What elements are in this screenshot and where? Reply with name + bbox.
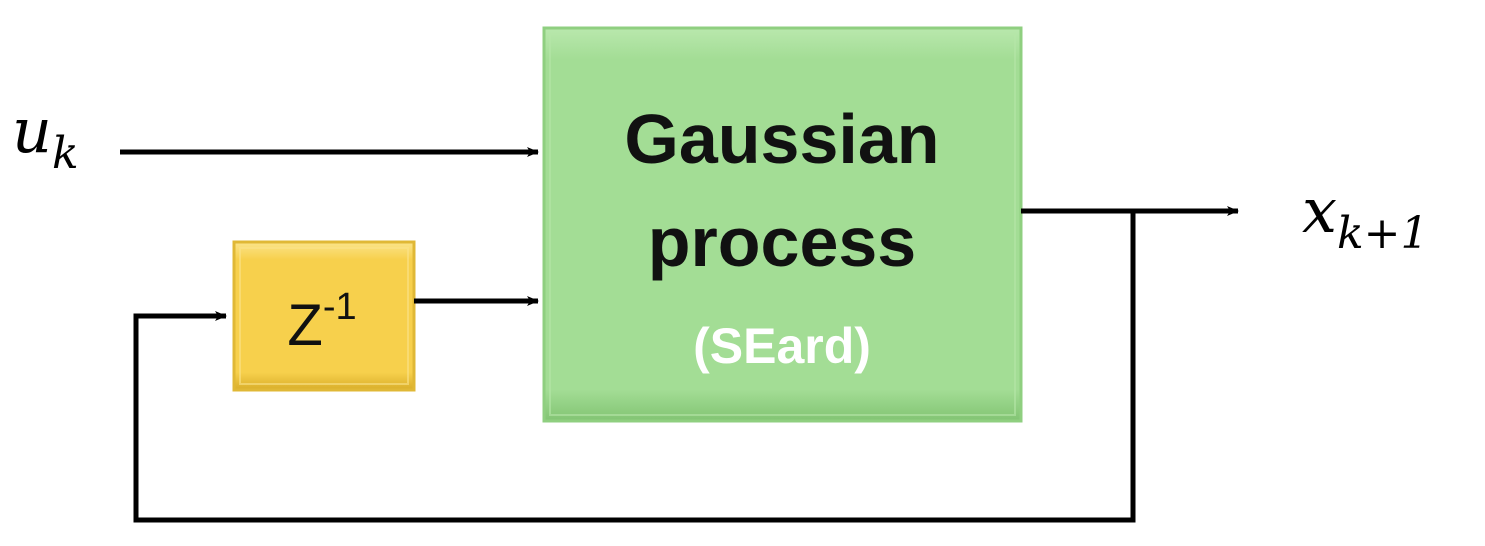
gp-block-title-line1: Gaussian xyxy=(624,100,939,178)
delay-block-label: Z-1 xyxy=(287,286,356,358)
output-signal-label: xk+1 xyxy=(1302,174,1429,259)
gaussian-process-block: Gaussian process (SEard) xyxy=(542,26,1023,423)
input-signal-label: uk xyxy=(12,94,79,179)
delay-block: Z-1 xyxy=(232,240,416,392)
gp-block-title-line2: process xyxy=(648,203,916,281)
gp-kernel-label: (SEard) xyxy=(693,318,871,374)
feedback-loop xyxy=(133,211,1136,523)
